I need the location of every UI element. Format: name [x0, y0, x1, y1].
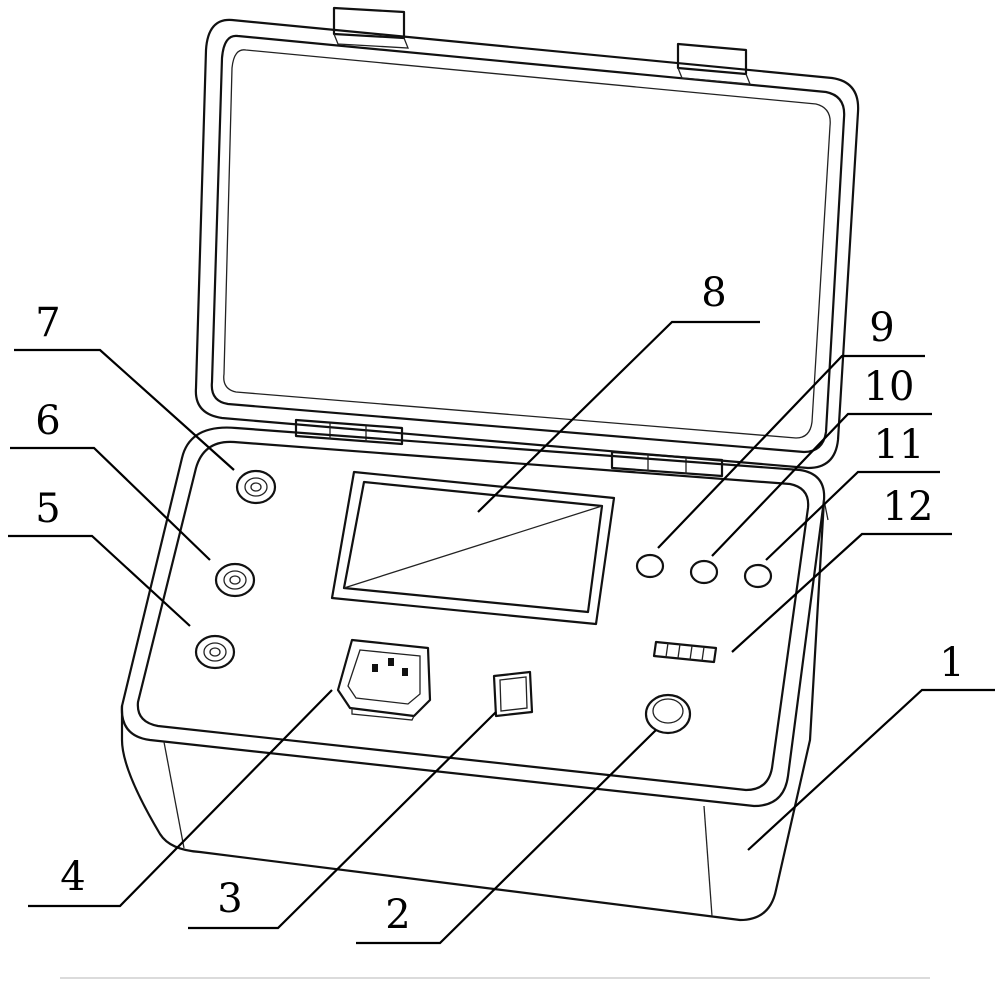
leader-5: [8, 534, 191, 627]
leader-1: [747, 688, 995, 851]
indicator-lamp-10: [689, 559, 719, 585]
rocker-switch: [492, 670, 534, 718]
leader-7: [14, 348, 235, 471]
callout-4: 4: [60, 854, 85, 900]
power-socket: [336, 638, 432, 721]
lid-latch-right: [676, 42, 751, 85]
callout-5: 5: [35, 486, 60, 532]
lid: [194, 6, 860, 478]
callout-1: 1: [939, 640, 964, 686]
leader-2: [356, 729, 657, 945]
connector-6: [214, 562, 256, 598]
callout-6: 6: [35, 398, 60, 444]
leader-lines: [8, 320, 995, 945]
leader-9: [657, 354, 925, 549]
lid-latch-left: [332, 6, 409, 49]
callout-10: 10: [864, 364, 915, 410]
callout-2: 2: [385, 892, 410, 938]
leader-12: [731, 532, 952, 653]
callout-9: 9: [869, 305, 894, 351]
push-button: [644, 693, 692, 735]
callout-7: 7: [35, 300, 60, 346]
display-screen: [330, 470, 616, 626]
callout-labels: 1 2 3 4 5 6 7 8 9 10 11 12: [35, 270, 964, 938]
leader-3: [188, 711, 497, 930]
terminal-block: [652, 640, 718, 664]
callout-3: 3: [217, 876, 242, 922]
callout-8: 8: [701, 270, 726, 316]
connector-5: [194, 634, 236, 670]
leader-11: [765, 470, 940, 561]
leader-10: [711, 412, 932, 557]
leader-4: [28, 689, 333, 908]
box-body: [120, 426, 829, 922]
callout-11: 11: [874, 422, 925, 468]
indicator-lamp-11: [743, 563, 773, 589]
leader-6: [10, 446, 211, 561]
indicator-lamp-9: [635, 553, 665, 579]
hinge-left: [294, 418, 404, 446]
callout-12: 12: [883, 484, 934, 530]
leader-8: [477, 320, 760, 513]
connector-7: [235, 469, 277, 505]
